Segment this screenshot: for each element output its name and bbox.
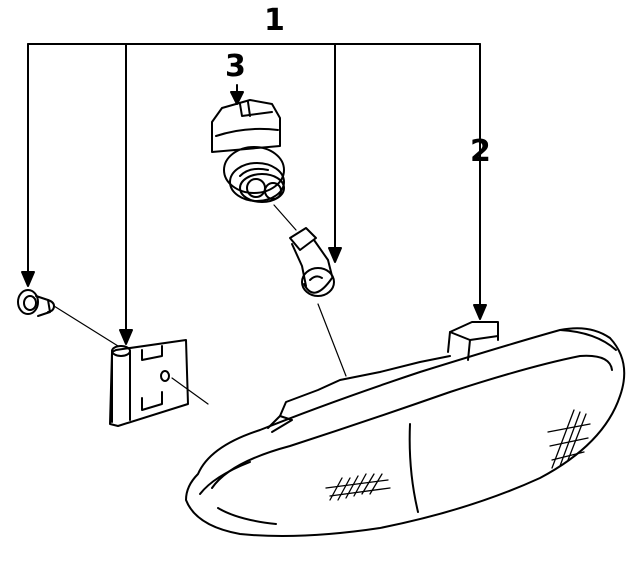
side-marker-lamp	[185, 321, 626, 537]
callout-1-leaders	[21, 43, 487, 345]
lens-texture	[325, 409, 591, 501]
callout-number-lens-housing: 2	[470, 134, 491, 169]
callout-3-leader	[230, 84, 244, 105]
bulb-socket	[211, 99, 297, 231]
clip-bracket	[109, 339, 209, 427]
wedge-bulb	[289, 227, 347, 377]
callout-number-assembly: 1	[264, 3, 285, 38]
callout-number-bulb-socket: 3	[225, 49, 246, 84]
screw	[17, 289, 119, 347]
